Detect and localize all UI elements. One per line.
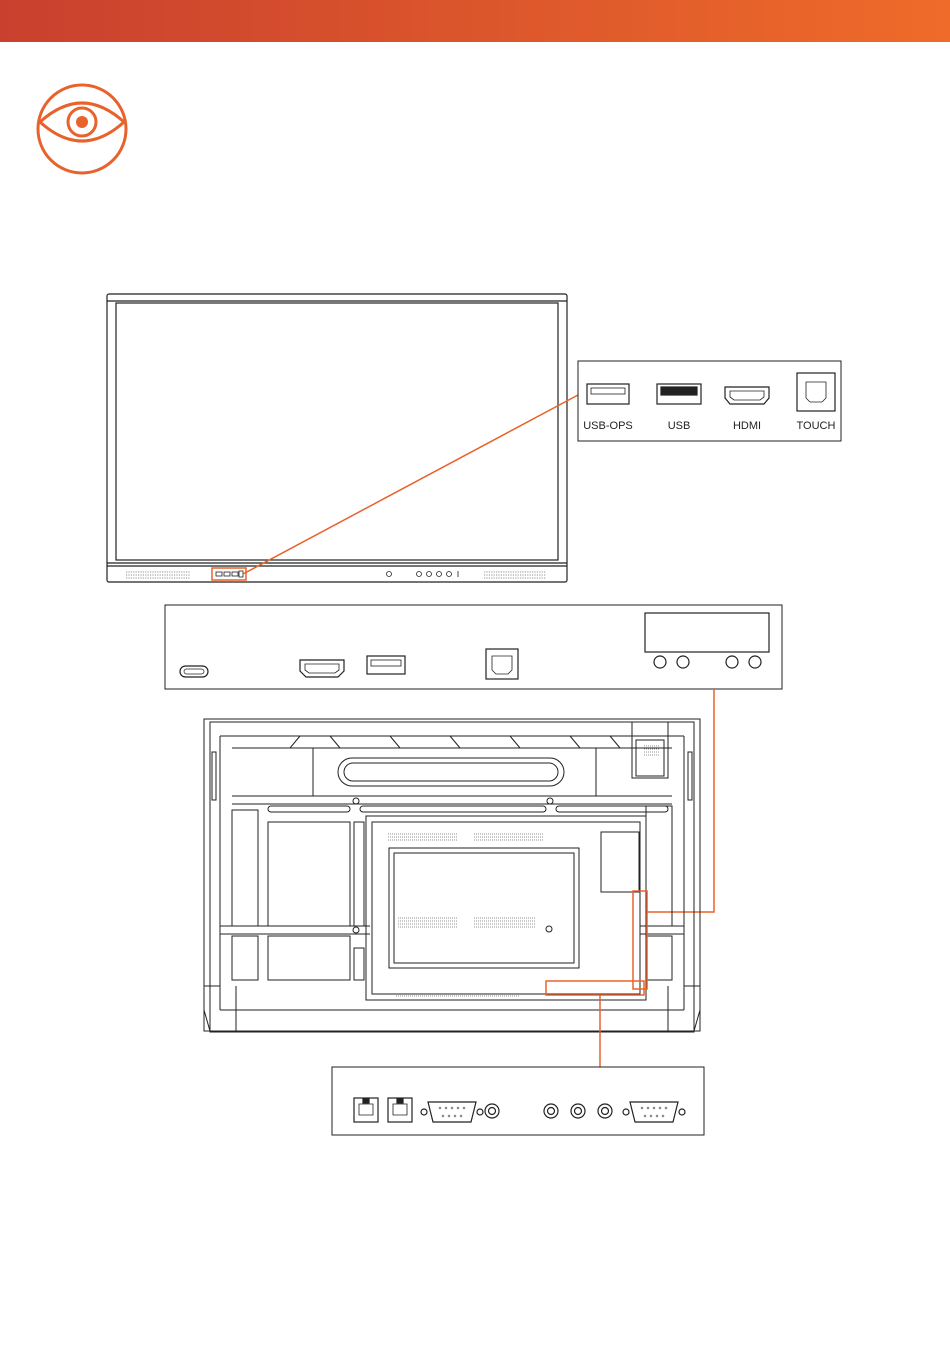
audio-jack-b-icon [571,1104,585,1118]
touch-usb-b-port-icon [797,373,835,411]
port-label-hdmi: HDMI [733,420,761,432]
side-port-panel [165,605,782,689]
side-audio-jack-1 [654,656,666,668]
front-port-cluster [216,571,243,577]
rs232-port-icon [623,1102,685,1122]
side-audio-jack-2 [677,656,689,668]
side-audio-jack-4 [749,656,761,668]
side-audio-jack-3 [726,656,738,668]
front-port-leader-line [243,395,578,574]
port-label-usb: USB [668,420,691,432]
audio-in-jack-icon [485,1104,499,1118]
display-back-view [204,719,700,1032]
speaker-grill-left [126,572,190,578]
ops-slot-cover [645,613,769,652]
side-hdmi-port-icon [300,660,344,677]
vga-port-icon [421,1102,483,1122]
back-bottom-port-highlight [546,981,644,995]
bottom-port-panel [332,1067,704,1135]
port-label-touch: TOUCH [797,420,836,432]
speaker-grill-right [484,572,546,578]
hdmi-port-icon [725,387,769,404]
port-label-usb-ops: USB-OPS [583,420,633,432]
audio-jack-a-icon [544,1104,558,1118]
audio-jack-c-icon [598,1104,612,1118]
front-control-buttons [387,571,459,577]
side-touch-port-icon [486,649,518,679]
side-usb-port-icon [367,656,405,674]
